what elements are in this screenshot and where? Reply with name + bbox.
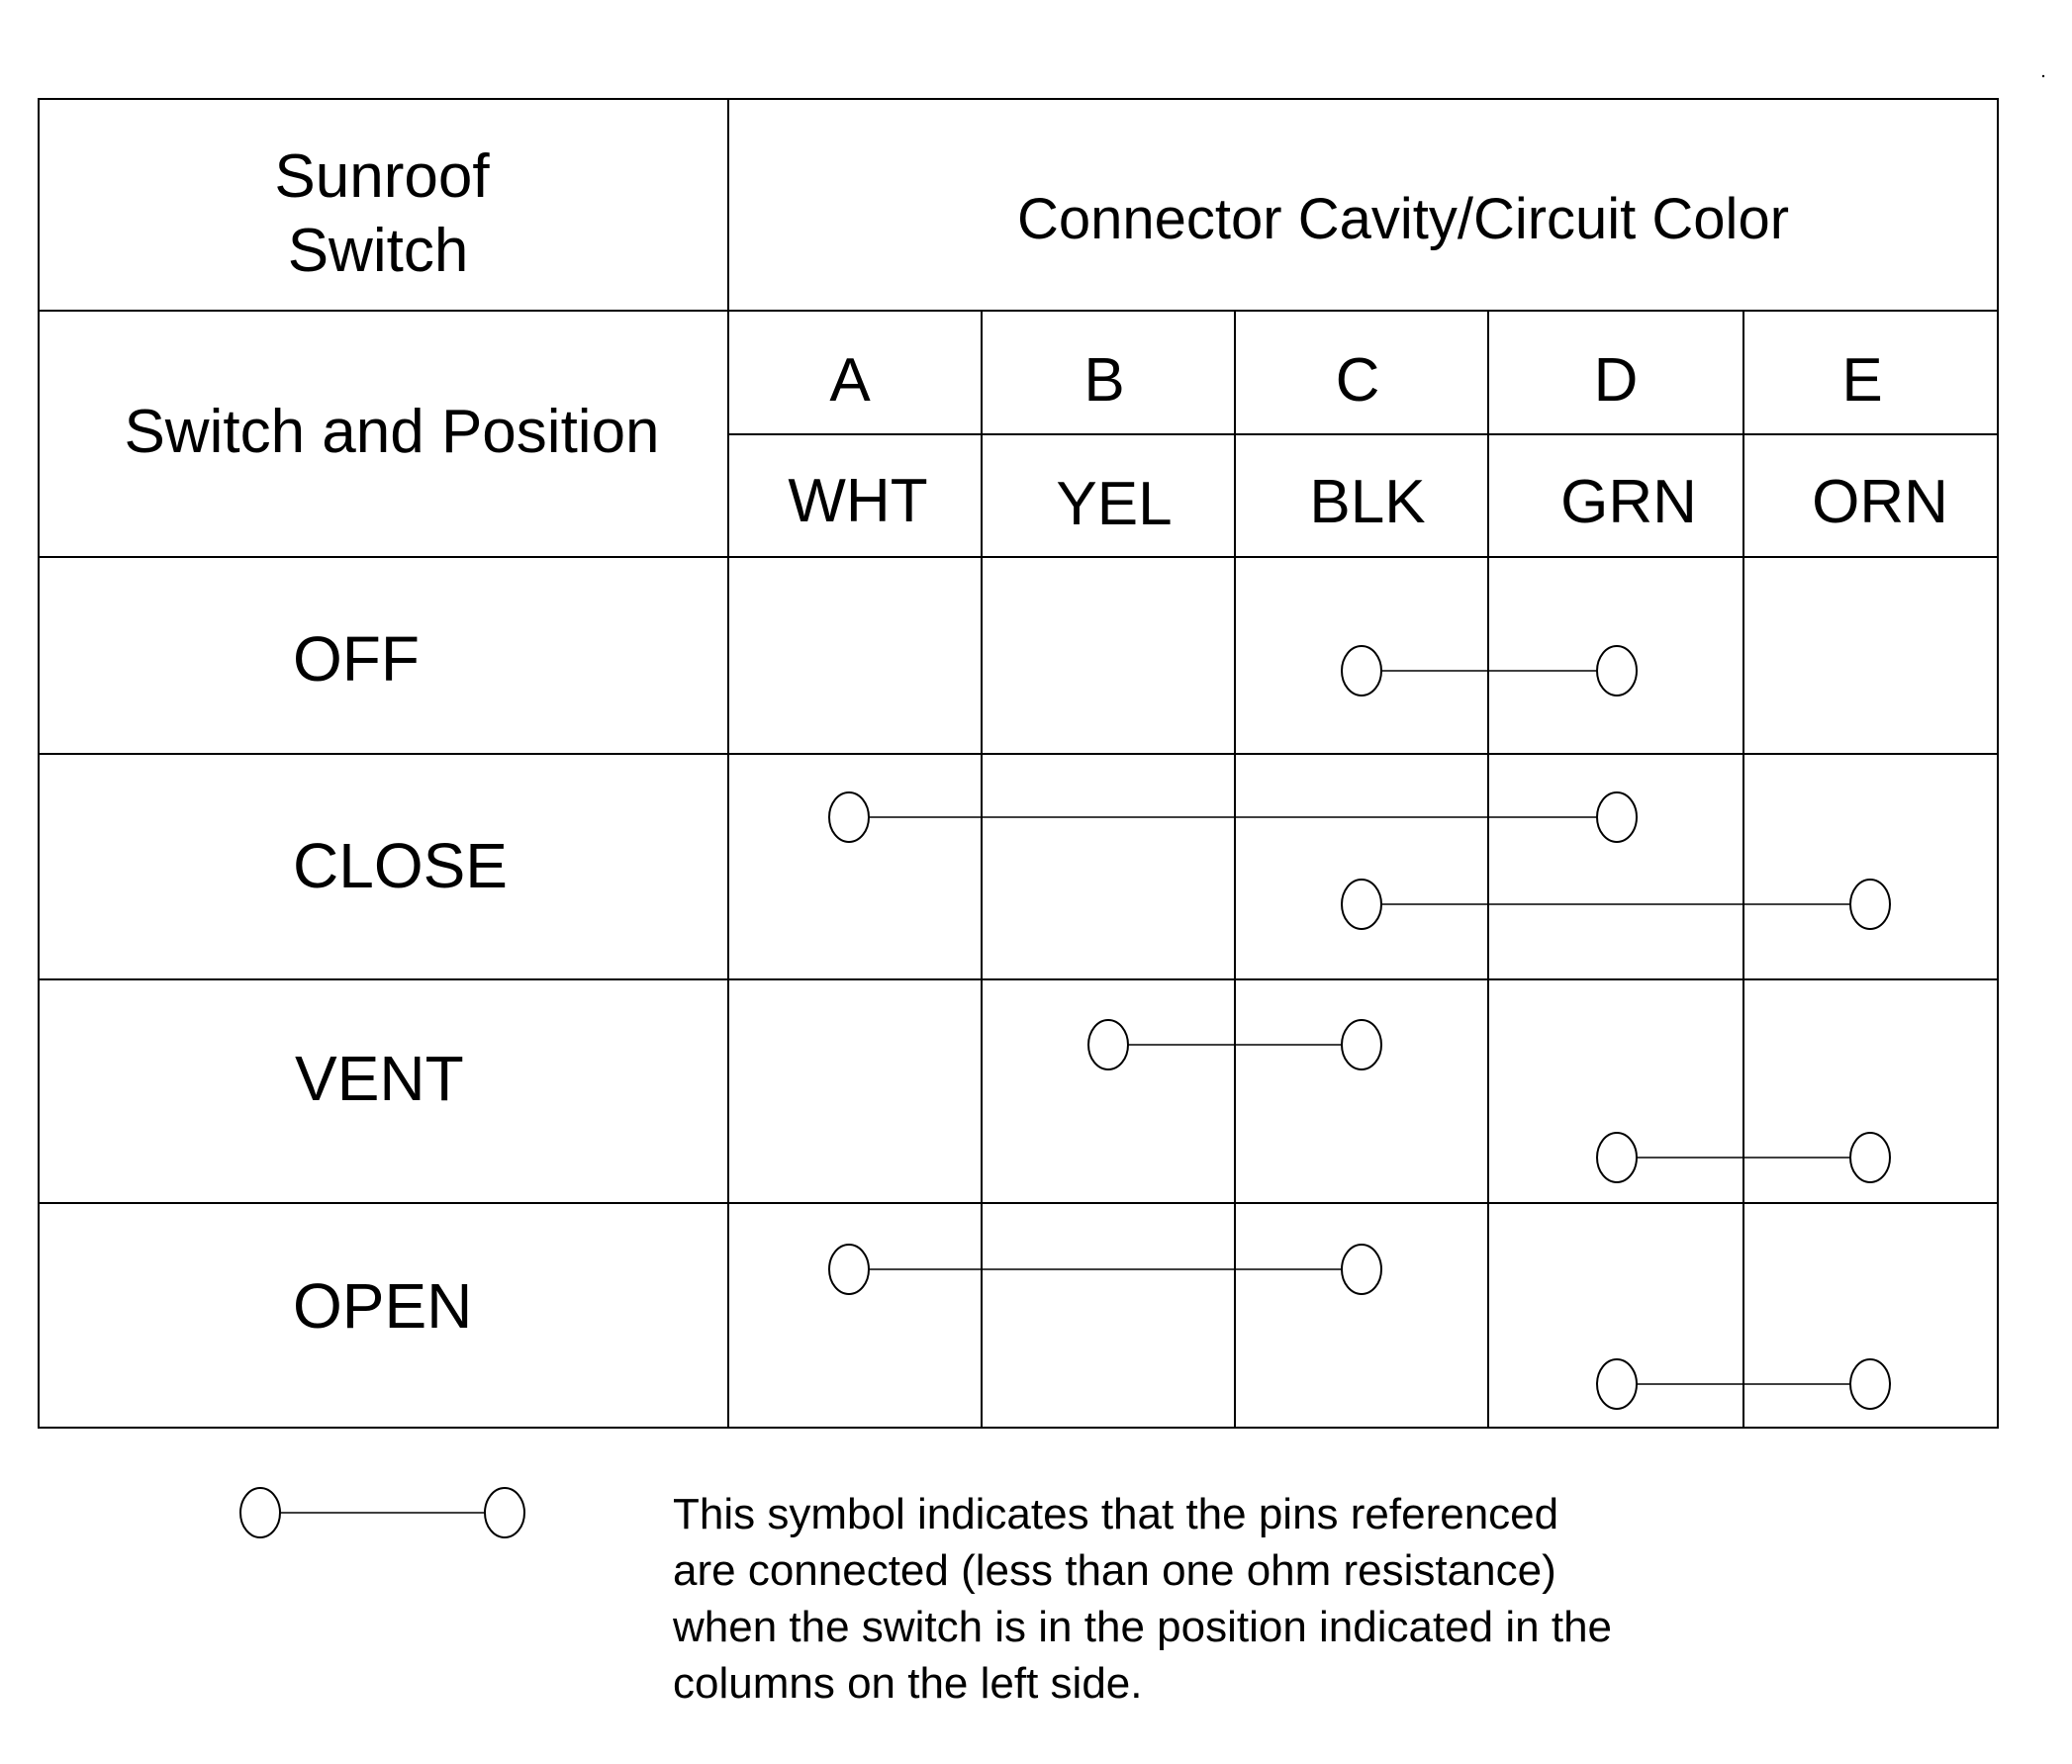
connector-title: Connector Cavity/Circuit Color: [1017, 187, 1789, 251]
pin-off-c-d-d: [1596, 645, 1638, 696]
legend-line-4: columns on the left side.: [673, 1659, 1143, 1708]
position-label-vent: VENT: [295, 1043, 464, 1114]
cavity-letter-a: A: [829, 346, 871, 415]
position-labels: OFF CLOSE VENT OPEN: [293, 623, 508, 1342]
cavity-letters: A B C D E: [829, 346, 1882, 415]
circuit-color-e: ORN: [1812, 468, 1948, 536]
pin-vent-b-c-b: [1087, 1019, 1129, 1070]
pin-close-c-e-c: [1341, 879, 1382, 930]
legend-description: This symbol indicates that the pins refe…: [673, 1486, 1761, 1712]
pin-close-a-d-d: [1596, 791, 1638, 843]
position-label-off: OFF: [293, 623, 420, 695]
pin-vent-d-e-d: [1596, 1132, 1638, 1183]
legend-pin-right: [484, 1487, 525, 1538]
connection-symbols: [828, 645, 1891, 1410]
legend-line-1: This symbol indicates that the pins refe…: [673, 1490, 1559, 1538]
circuit-colors: WHT YEL BLK GRN ORN: [788, 467, 1947, 538]
position-label-open: OPEN: [293, 1270, 472, 1342]
pin-open-d-e-d: [1596, 1358, 1638, 1410]
cavity-letter-b: B: [1083, 346, 1124, 415]
cavity-letter-c: C: [1336, 346, 1380, 415]
circuit-color-c: BLK: [1309, 468, 1425, 536]
pin-close-a-d-a: [828, 791, 870, 843]
stray-dot: [2041, 74, 2045, 78]
legend-line-2: are connected (less than one ohm resista…: [673, 1546, 1556, 1595]
pin-open-a-c-c: [1341, 1244, 1382, 1295]
pin-vent-b-c-c: [1341, 1019, 1382, 1070]
legend-pin-left: [239, 1487, 281, 1538]
position-label-close: CLOSE: [293, 830, 508, 901]
legend-line-3: when the switch is in the position indic…: [673, 1603, 1613, 1651]
legend-symbol: [239, 1487, 525, 1538]
pin-close-c-e-e: [1849, 879, 1891, 930]
cavity-letter-e: E: [1841, 346, 1882, 415]
pin-vent-d-e-e: [1849, 1132, 1891, 1183]
pin-open-a-c-a: [828, 1244, 870, 1295]
position-title: Switch and Position: [124, 398, 659, 466]
pin-off-c-d-c: [1341, 645, 1382, 696]
circuit-color-d: GRN: [1560, 468, 1697, 536]
table-grid: [38, 98, 1999, 1429]
circuit-color-b: YEL: [1056, 470, 1172, 538]
table-border: [38, 98, 1999, 1429]
switch-title-line2: Switch: [288, 217, 469, 285]
cavity-letter-d: D: [1594, 346, 1639, 415]
circuit-color-a: WHT: [788, 467, 927, 535]
pin-open-d-e-e: [1849, 1358, 1891, 1410]
switch-title-line1: Sunroof: [274, 142, 490, 211]
